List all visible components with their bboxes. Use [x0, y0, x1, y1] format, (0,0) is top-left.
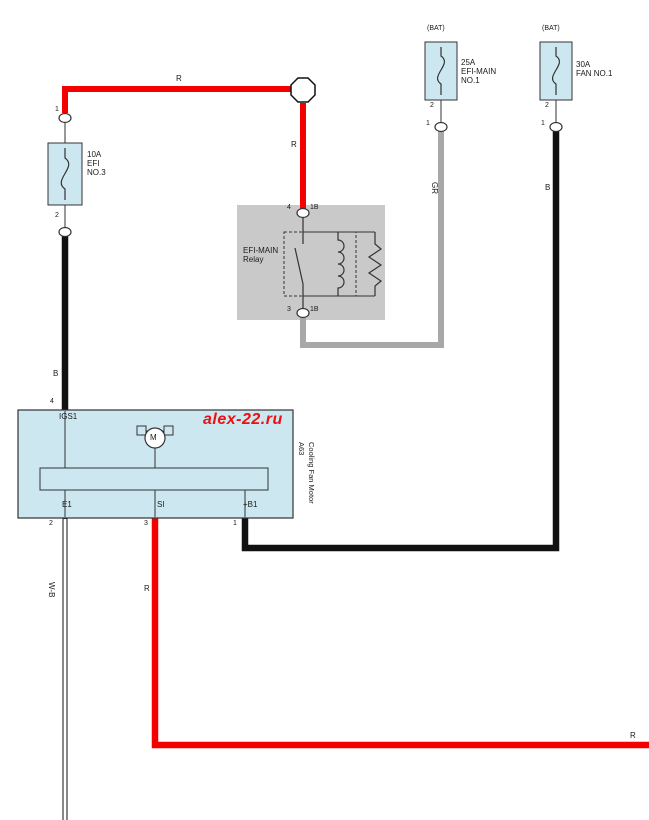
relay-internal-rails	[303, 231, 375, 297]
relay-resistor-icon	[367, 232, 383, 296]
wire-label-si: R	[144, 584, 150, 593]
fuse-efi-no3-pin-bottom: 2	[55, 212, 59, 219]
motor-terminal-e1: E1	[62, 500, 72, 509]
fuse-fan-pin-bottom: 1	[541, 120, 545, 127]
relay-pin-top-id: 1B	[310, 204, 319, 211]
fuse-fan-pin-top: 2	[545, 102, 549, 109]
watermark-text: alex-22.ru	[203, 411, 283, 428]
wire-label-bottom-red: R	[630, 731, 636, 740]
motor-internal-bus-bar	[39, 467, 269, 491]
relay-name: EFI-MAIN Relay	[243, 246, 278, 264]
relay-coil-icon	[337, 232, 345, 296]
motor-terminal-b1: +B1	[243, 500, 258, 509]
motor-pin-b1: 1	[233, 520, 237, 527]
motor-designation: A63 Cooling Fan Motor	[296, 442, 316, 527]
fuse-fan-label-line2: FAN NO.1	[576, 69, 613, 78]
wire-black-fan-fuse	[241, 131, 560, 552]
motor-pin-si: 3	[144, 520, 148, 527]
motor-brush-left-icon	[136, 425, 147, 436]
fuse-efi-main-label-line3: NO.1	[461, 76, 480, 85]
wire-gray-relay-out	[300, 131, 444, 348]
pin-relay-top	[296, 207, 310, 219]
pin-relay-bottom	[296, 307, 310, 319]
fuse-efi-no3-label-line1: 10A	[87, 150, 102, 159]
fuse-efi-main-bat: (BAT)	[427, 25, 445, 32]
relay-pin-bottom-num: 3	[287, 306, 291, 313]
wire-label-top-red: R	[176, 74, 182, 83]
pin-efi-main-bottom	[434, 121, 448, 133]
motor-internal-leads	[64, 411, 246, 517]
fuse-efi-main-label-line1: 25A	[461, 58, 476, 67]
pin-fan-bottom	[549, 121, 563, 133]
relay-switch-icon	[294, 218, 304, 308]
fuse-fan-label-line1: 30A	[576, 60, 591, 69]
motor-brush-right-icon	[163, 425, 174, 436]
fuse-efi-no3-element-icon	[60, 148, 70, 200]
fuse-efi-main-label-line2: EFI-MAIN	[461, 67, 497, 76]
fuse-fan-label: 30A FAN NO.1	[576, 60, 612, 78]
wire-label-efi3-out: B	[53, 369, 59, 378]
relay-name-line1: EFI-MAIN	[243, 246, 279, 255]
motor-code: A63	[297, 442, 306, 456]
fuse-efi-main-element-icon	[437, 47, 445, 95]
fuse-efi-no3-label: 10A EFI NO.3	[87, 150, 106, 177]
fuse-efi-main-label: 25A EFI-MAIN NO.1	[461, 58, 496, 85]
relay-name-line2: Relay	[243, 255, 264, 264]
pin-efi3-top	[58, 112, 72, 124]
efi-main-relay-background	[237, 205, 385, 320]
fuse-efi-main-pin-bottom: 1	[426, 120, 430, 127]
fuse-fan-element-icon	[552, 47, 560, 95]
motor-pin-top: 4	[50, 398, 54, 405]
motor-name: Cooling Fan Motor	[307, 442, 316, 504]
splice-junction-octagon-icon	[290, 77, 316, 103]
motor-letter: M	[150, 433, 157, 442]
fuse-efi-main-pin-top: 2	[430, 102, 434, 109]
fuse-efi-no3-label-line3: NO.3	[87, 168, 106, 177]
motor-pin-e1: 2	[49, 520, 53, 527]
fuse-efi-no3-pin-top: 1	[55, 106, 59, 113]
wire-red-si	[151, 517, 649, 749]
wire-red-top	[62, 86, 291, 113]
pin-efi3-bottom	[58, 226, 72, 238]
motor-terminal-igs1: IGS1	[59, 412, 78, 421]
wire-label-relay-feed: R	[291, 140, 297, 149]
fuse-fan-bat: (BAT)	[542, 25, 560, 32]
motor-symbol-icon	[144, 427, 166, 449]
fuse-pin-stubs	[64, 100, 557, 227]
fuse-efi-no3-label-line2: EFI	[87, 159, 100, 168]
wire-label-ground: W-B	[47, 582, 56, 598]
motor-terminal-si: SI	[157, 500, 165, 509]
wire-label-relay-out: GR	[430, 182, 439, 194]
relay-pin-top-num: 4	[287, 204, 291, 211]
wire-label-fan-fuse-out: B	[545, 183, 551, 192]
relay-pin-bottom-id: 1B	[310, 306, 319, 313]
